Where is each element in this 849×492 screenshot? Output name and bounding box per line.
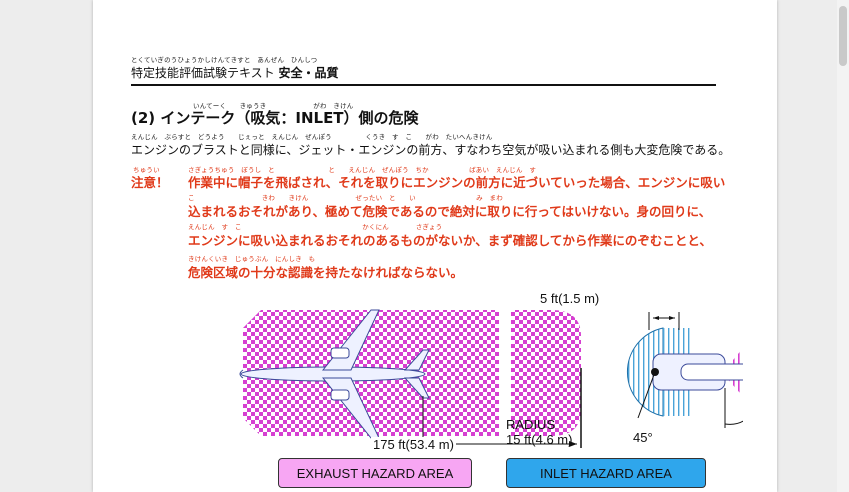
vertical-scrollbar[interactable] <box>837 0 849 492</box>
caution-label-ruby: ちゅうい <box>133 166 160 174</box>
angle-label: 45° <box>633 430 653 445</box>
intro-ruby: えんじん ぶらすと どうよう じぇっと えんじん ぜんぽう くうき す こ がわ… <box>131 133 493 141</box>
header-title-bold: 安全・品質 <box>278 66 339 80</box>
inlet-hazard-label: INLET HAZARD AREA <box>506 458 706 488</box>
engine-icon <box>637 353 743 419</box>
header-title-main: 特定技能評価試験テキスト <box>131 66 275 80</box>
exhaust-distance-label: 175 ft(53.4 m) <box>371 437 456 452</box>
exhaust-hazard-label: EXHAUST HAZARD AREA <box>278 458 472 488</box>
caution-line-3: エンジンに吸い込まれるおそれのあるものがないか、まず確認してから作業にのぞむこと… <box>188 233 712 248</box>
caution-line-4: 危険区域の十分な認識を持たなければならない。 <box>188 265 464 280</box>
inlet-width-label: 5 ft(1.5 m) <box>540 291 600 306</box>
hazard-diagram <box>239 309 743 448</box>
document-page: とくていぎのうひょうかしけんてきすと あんぜん ひんしつ 特定技能評価試験テキス… <box>93 0 777 492</box>
caution-ruby-2: こ きわ きけん ぜったい と い み まわ <box>188 194 503 202</box>
inlet-width-dimension <box>648 312 680 330</box>
intro-text: エンジンのブラストと同様に、ジェット・エンジンの前方、すなわち空気が吸い込まれる… <box>131 143 731 157</box>
caution-ruby-4: きけんくいき じゅうぶん にんしき も <box>188 255 316 263</box>
radius-value: 15 ft(4.6 m) <box>506 432 573 447</box>
caution-line-1: 作業中に帽子を飛ばされ、それを取りにエンジンの前方に近づいていった場合、エンジン… <box>188 175 726 190</box>
caution-ruby-3: えんじん す こ かくにん さぎょう <box>188 223 443 231</box>
header-ruby: とくていぎのうひょうかしけんてきすと あんぜん ひんしつ <box>131 56 318 64</box>
angle-marker <box>724 388 743 428</box>
header-rule <box>131 84 716 86</box>
section-title: (2) インテーク（吸気：INLET）側の危険 <box>131 109 419 127</box>
scrollbar-thumb[interactable] <box>839 6 847 66</box>
header-title: 特定技能評価試験テキスト 安全・品質 <box>131 64 339 81</box>
caution-ruby-1: さぎょうちゅう ぼうし と と えんじん ぜんぽう ちか ばあい えんじん す <box>188 166 537 174</box>
section-ruby: いんてーく きゅうき がわ きけん <box>193 102 354 110</box>
caution-label: 注意！ <box>131 175 169 190</box>
radius-label: RADIUS <box>506 417 556 432</box>
caution-line-2: 込まれるおそれがあり、極めて危険であるので絶対に取りに行ってはいけない。身の回り… <box>188 204 712 219</box>
